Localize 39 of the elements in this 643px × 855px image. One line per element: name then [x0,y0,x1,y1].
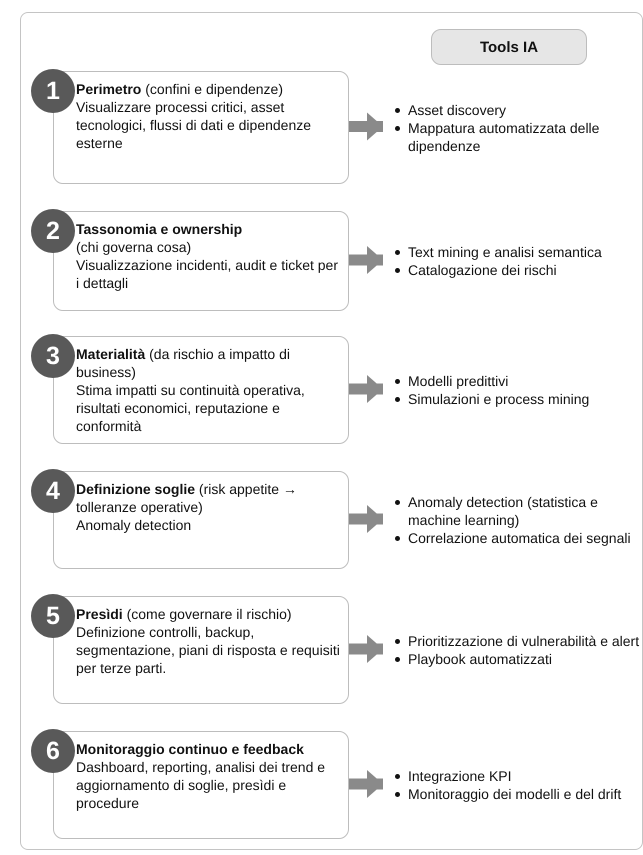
step-number: 4 [31,469,75,513]
block-arrow [349,112,383,140]
tool-item: Catalogazione dei rischi [408,261,557,279]
step-title: Tassonomia e ownership [76,220,244,238]
block-arrow [349,635,383,663]
step-description: Dashboard, reporting, analisi dei trend e aggiornamento di soglie, presìdi e procedure [76,758,326,812]
step-title: Materialità (da rischio a impatto di business) [76,345,291,381]
step-number: 5 [31,594,75,638]
tool-item: Text mining e analisi semantica [408,243,602,261]
tool-item: Integrazione KPI [408,767,512,785]
tool-item: Prioritizzazione di vulnerabilità e alert [408,632,640,650]
frame-panel [20,12,643,850]
step-title: Definizione soglie (risk appetite → tolleranze operative) [76,480,298,516]
tool-item: Correlazione automatica dei segnali [408,529,631,547]
column-header: Tools IA [431,29,587,65]
tool-item: Mappatura automatizzata delle dipendenze [408,118,600,154]
step-title: Perimetro (confini e dipendenze) [76,80,284,98]
step-description: Definizione controlli, backup, segmentazione, piani di risposta e requisiti per terze parti. [76,623,340,677]
step-description: Visualizzare processi critici, asset tecnologici, flussi di dati e dipendenze esterne [76,98,312,152]
tool-item: Simulazioni e process mining [408,390,590,408]
block-arrow [349,246,383,274]
step-description: (chi governa cosa) [76,238,192,256]
block-arrow [349,770,383,798]
step-number: 6 [31,729,75,773]
step-description: Anomaly detection [76,516,192,534]
tool-item: Anomaly detection (statistica e machine learning) [408,493,599,529]
step-number: 3 [31,334,75,378]
step-title: Presìdi (come governare il rischio) [76,605,293,623]
step-number: 1 [31,69,75,113]
block-arrow [349,375,383,403]
step-number: 2 [31,209,75,253]
tool-item: Asset discovery [408,100,506,118]
step-title: Monitoraggio continuo e feedback [76,740,305,758]
block-arrow [349,505,383,533]
tool-item: Modelli predittivi [408,372,508,390]
tool-item: Playbook automatizzati [408,650,552,668]
tool-item: Monitoraggio dei modelli e del drift [408,785,622,803]
step-description: Visualizzazione incidenti, audit e ticket per i dettagli [76,256,340,292]
step-description: Stima impatti su continuità operativa, risultati economici, reputazione e conformità [76,381,306,435]
